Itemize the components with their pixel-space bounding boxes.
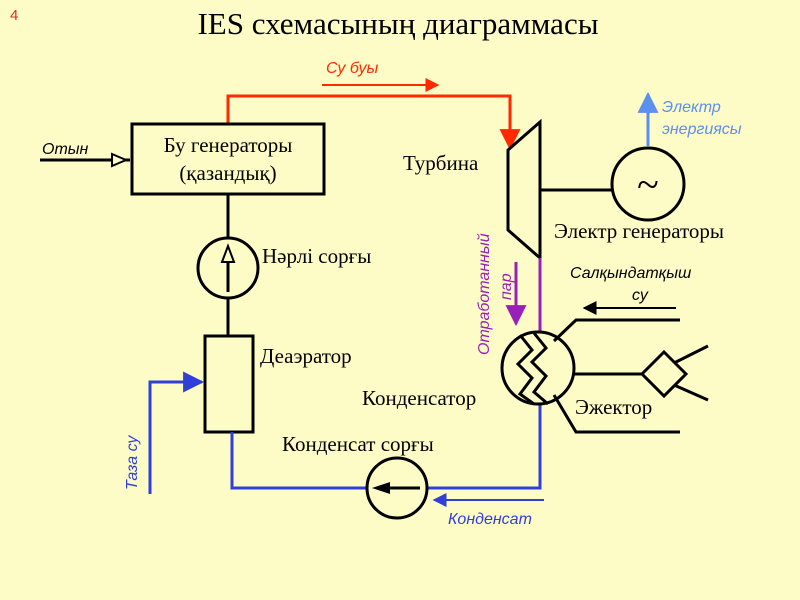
cooling-water-inlet: [552, 318, 680, 343]
condenser-label: Конденсатор: [362, 386, 476, 410]
ejector-diamond: [639, 349, 689, 399]
cooling-water-outlet: [552, 394, 680, 434]
exhaust-steam-label-line1: Отработанный: [476, 233, 493, 355]
ejector-line-lower: [673, 383, 709, 402]
exhaust-steam-label-line2: пар: [498, 273, 515, 300]
electricity-label-line2: энергиясы: [662, 121, 742, 138]
electricity-label-line1: Электр: [662, 99, 721, 116]
fuel-label: Отын: [42, 141, 89, 158]
deaerator-label: Деаэратор: [260, 344, 352, 368]
condensate-pump-arrow-icon: [372, 482, 390, 494]
condensate-line-right: [428, 404, 542, 490]
deaerator-box: [203, 334, 255, 434]
generator-symbol-icon: ~: [637, 162, 659, 207]
turbine-shape: [506, 118, 542, 262]
feed-pump-label: Нәрлі сорғы: [262, 244, 371, 268]
condensate-line-left: [230, 432, 366, 490]
boiler-box: [130, 122, 326, 196]
diagram-title: IES схемасының диаграммасы: [197, 6, 598, 41]
condenser-coil-2: [529, 332, 549, 406]
ejector-label: Эжектор: [575, 395, 652, 419]
steam-label: Су буы: [326, 60, 378, 77]
steam-line: [226, 94, 521, 151]
generator-circle: [610, 146, 686, 222]
boiler-label-line2: (қазандық): [179, 161, 276, 185]
feed-pump-arrow-icon: [220, 243, 236, 263]
condensate-label: Конденсат: [448, 511, 532, 528]
ejector-line-upper: [673, 344, 709, 365]
slide-number: 4: [10, 7, 18, 24]
boiler-label-line1: Бу генераторы: [164, 133, 293, 157]
fresh-water-line: [148, 371, 205, 494]
cooling-water-label-line1: Салқындатқыш: [570, 265, 691, 282]
fresh-water-label: Таза су: [124, 435, 141, 490]
generator-label: Электр генераторы: [554, 219, 724, 243]
condensate-pump-label: Конденсат сорғы: [282, 432, 434, 456]
cooling-water-label-line2: су: [632, 287, 649, 304]
condenser-coil-1: [515, 334, 535, 406]
turbine-label: Турбина: [403, 151, 479, 175]
fuel-arrow-icon: [111, 152, 129, 168]
